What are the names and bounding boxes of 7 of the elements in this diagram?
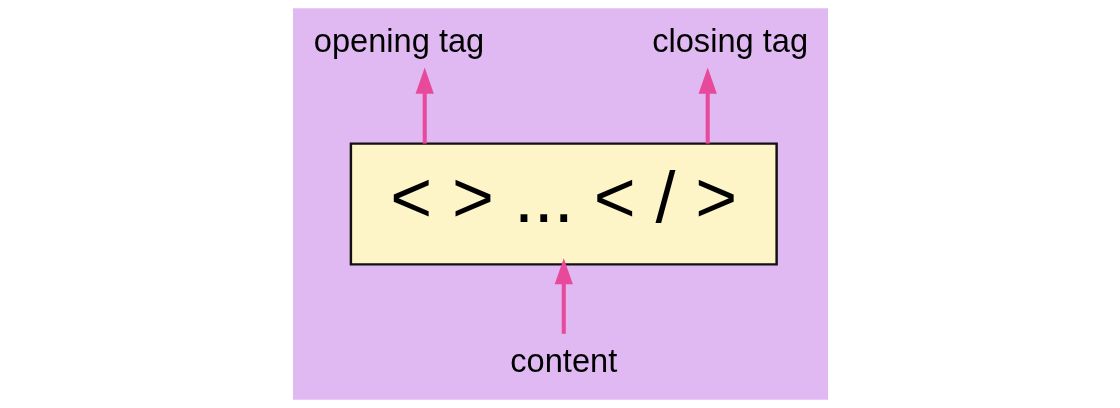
arrow	[415, 67, 434, 144]
arrow	[698, 67, 717, 144]
arrow	[554, 258, 573, 334]
node-text: closing tag	[651, 22, 808, 60]
node-text: opening tag	[313, 22, 484, 60]
node-text: content	[509, 342, 617, 379]
node-box: < > ... < / >	[349, 142, 778, 266]
